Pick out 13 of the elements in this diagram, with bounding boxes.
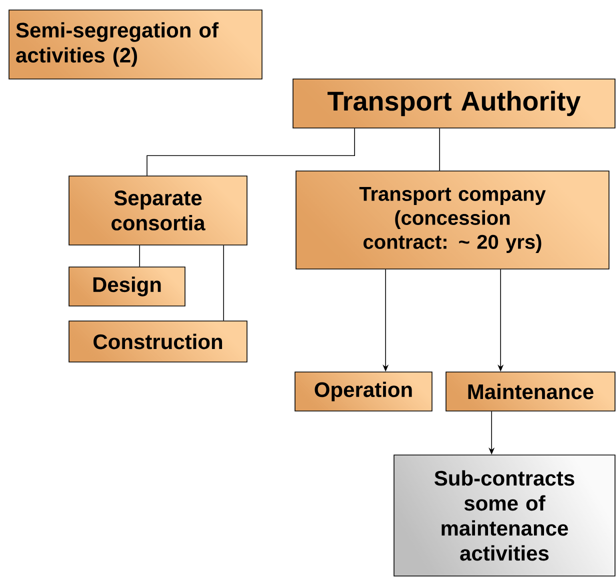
connector-line [439, 128, 440, 171]
connector-line [223, 244, 224, 321]
org-box: Transport company (concession contract: ~ 20 yrs) [296, 170, 610, 270]
org-box: Design [68, 266, 186, 306]
org-box: Operation [294, 372, 432, 412]
note-box: Sub-contracts some of maintenance activities [394, 454, 616, 576]
connector-line [139, 244, 140, 267]
org-box: Maintenance [446, 372, 616, 412]
connector-line [146, 128, 355, 176]
org-box: Construction [68, 320, 248, 362]
org-box: Transport Authority [292, 78, 616, 128]
org-box: Separate consortia [68, 176, 248, 246]
org-box: Semi-segregation of activities (2) [8, 10, 262, 80]
